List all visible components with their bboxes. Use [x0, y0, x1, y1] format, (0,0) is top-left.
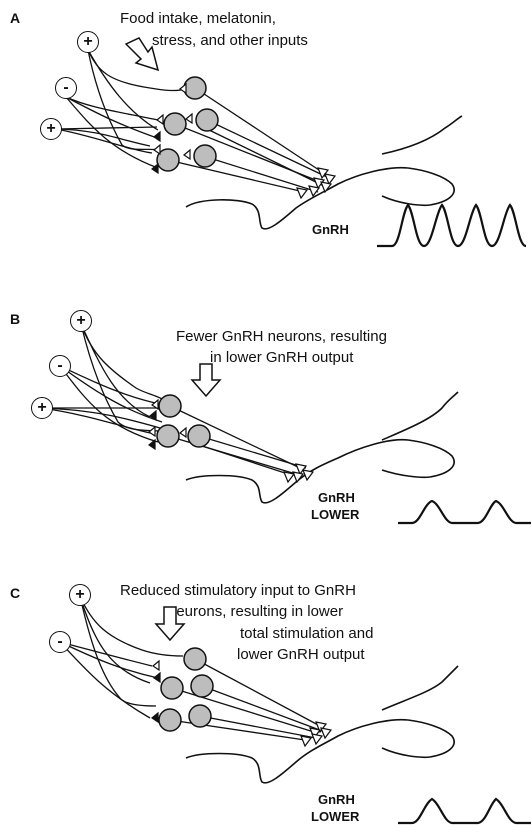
- open-triangle-icon: [312, 734, 322, 744]
- gnrh-neuron: [196, 109, 218, 131]
- gnrh-neuron: [164, 113, 186, 135]
- axon-terminals: [284, 464, 313, 482]
- open-triangle-icon: [284, 472, 294, 482]
- gnrh-neuron-cluster: [159, 648, 213, 731]
- open-triangle-icon: [154, 145, 160, 154]
- panel-c: C Reduced stimulatory input to GnRH neur…: [0, 570, 531, 834]
- open-triangle-icon: [180, 84, 186, 93]
- gnrh-neuron: [188, 425, 210, 447]
- inhibitory-input-sign: -: [55, 77, 77, 99]
- neural-circuit-diagram: [0, 570, 531, 834]
- input-terminals: [152, 661, 160, 722]
- open-triangle-icon: [180, 428, 186, 437]
- filled-triangle-icon: [154, 132, 160, 141]
- open-triangle-icon: [303, 470, 313, 480]
- gnrh-neuron: [184, 77, 206, 99]
- gnrh-axons: [170, 659, 325, 740]
- panel-b: B Fewer GnRH neurons, resulting in lower…: [0, 300, 531, 580]
- gnrh-neuron: [194, 145, 216, 167]
- filled-triangle-icon: [149, 440, 155, 449]
- gnrh-label: GnRH: [312, 222, 349, 238]
- open-triangle-icon: [157, 115, 163, 124]
- stimulatory-input-sign: +: [77, 31, 99, 53]
- open-triangle-icon: [301, 736, 311, 746]
- gnrh-pulse-trace: [398, 501, 531, 523]
- gnrh-label: GnRH: [318, 792, 355, 808]
- open-triangle-icon: [186, 114, 192, 123]
- filled-triangle-icon: [152, 713, 158, 722]
- stimulatory-input-sign: +: [70, 310, 92, 332]
- gnrh-neuron: [191, 675, 213, 697]
- hollow-down-arrow-icon: [126, 38, 158, 70]
- open-triangle-icon: [321, 728, 331, 738]
- filled-triangle-icon: [154, 673, 160, 682]
- input-fibers: [42, 324, 165, 442]
- gnrh-neuron: [159, 709, 181, 731]
- neural-circuit-diagram: [0, 300, 531, 580]
- gnrh-pulse-trace: [377, 205, 526, 246]
- open-triangle-icon: [149, 427, 155, 436]
- stimulatory-input-sign: +: [40, 118, 62, 140]
- open-triangle-icon: [153, 661, 159, 670]
- gnrh-neuron: [161, 677, 183, 699]
- open-triangle-icon: [297, 188, 307, 198]
- gnrh-axons: [168, 88, 329, 192]
- gnrh-neuron: [184, 648, 206, 670]
- open-triangle-icon: [184, 150, 190, 159]
- gnrh-neuron: [159, 395, 181, 417]
- stimulatory-input-sign: +: [31, 397, 53, 419]
- inhibitory-input-sign: -: [49, 631, 71, 653]
- gnrh-neuron: [189, 705, 211, 727]
- gnrh-lower-label: LOWER: [311, 809, 359, 825]
- inhibitory-input-sign: -: [49, 355, 71, 377]
- stimulatory-input-sign: +: [69, 584, 91, 606]
- hypothalamus-outline: [186, 392, 458, 503]
- open-triangle-icon: [321, 182, 331, 192]
- hollow-down-arrow-icon: [192, 364, 220, 396]
- panel-a: A Food intake, melatonin, stress, and ot…: [0, 0, 531, 280]
- gnrh-neuron: [157, 425, 179, 447]
- gnrh-pulse-trace: [398, 799, 531, 823]
- hollow-down-arrow-icon: [156, 607, 184, 640]
- gnrh-lower-label: LOWER: [311, 507, 359, 523]
- gnrh-label: GnRH: [318, 490, 355, 506]
